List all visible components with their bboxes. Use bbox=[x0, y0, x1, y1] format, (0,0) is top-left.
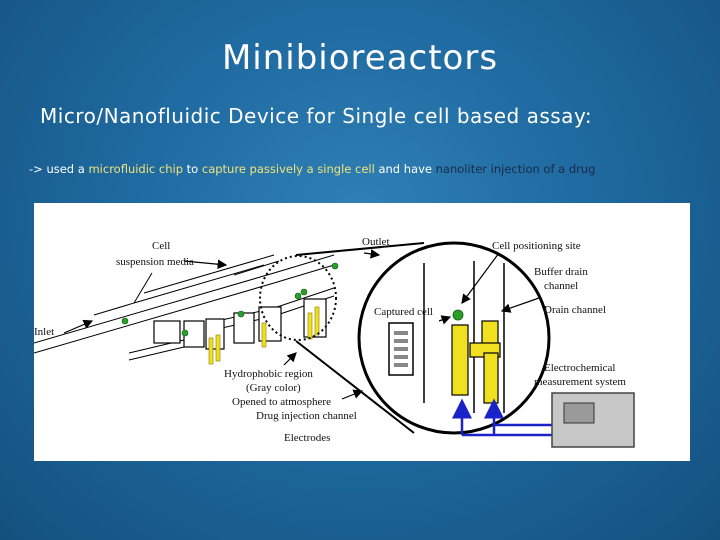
device-diagram: Cell suspension media Outlet Cell positi… bbox=[34, 203, 690, 461]
bullet-to: to bbox=[183, 162, 202, 176]
label-buffer-drain-channel: channel bbox=[544, 280, 578, 292]
label-inlet: Inlet bbox=[34, 326, 54, 338]
label-opened-atmosphere: Opened to atmosphere bbox=[232, 396, 331, 408]
label-cell-positioning-site: Cell positioning site bbox=[492, 240, 581, 252]
label-measurement-system: measurement system bbox=[534, 376, 626, 388]
label-drug-injection: Drug injection channel bbox=[256, 410, 357, 422]
zoom-line-bottom bbox=[295, 340, 415, 434]
label-arrows bbox=[63, 249, 540, 400]
device-diagram-svg: Cell suspension media Outlet Cell positi… bbox=[34, 236, 635, 448]
label-captured-cell: Captured cell bbox=[374, 306, 433, 318]
label-gray-color: (Gray color) bbox=[246, 382, 301, 394]
label-buffer-drain: Buffer drain bbox=[534, 266, 588, 278]
label-hydrophobic-region: Hydrophobic region bbox=[224, 368, 313, 380]
highlight-nanoliter: nanoliter injection of a drug bbox=[435, 162, 596, 176]
label-drain-channel: Drain channel bbox=[544, 304, 606, 316]
chamber-electrodes bbox=[208, 306, 320, 365]
cell-dots bbox=[121, 262, 339, 337]
highlight-microfluidic-chip: microfluidic chip bbox=[88, 162, 184, 176]
label-electrodes: Electrodes bbox=[284, 432, 330, 444]
zoom-line-top bbox=[295, 242, 425, 256]
label-electrochemical: Electrochemical bbox=[544, 362, 615, 374]
bullet-and-have: and have bbox=[374, 162, 436, 176]
label-suspension-media: suspension media bbox=[116, 256, 194, 268]
measurement-screen bbox=[563, 402, 595, 424]
bullet-prefix: -> used a bbox=[29, 162, 89, 176]
slide-subtitle: Micro/Nanofluidic Device for Single cell… bbox=[40, 104, 593, 128]
detail-structures bbox=[388, 261, 505, 413]
slide-title: Minibioreactors bbox=[221, 38, 499, 78]
label-outlet: Outlet bbox=[362, 236, 390, 248]
bullet-text: -> used a microfluidic chip to capture p… bbox=[29, 162, 595, 176]
label-cell: Cell bbox=[152, 240, 170, 252]
highlight-capture: capture passively a single cell bbox=[201, 162, 375, 176]
chip-chambers bbox=[153, 298, 327, 350]
zoom-source-circle bbox=[259, 255, 337, 341]
